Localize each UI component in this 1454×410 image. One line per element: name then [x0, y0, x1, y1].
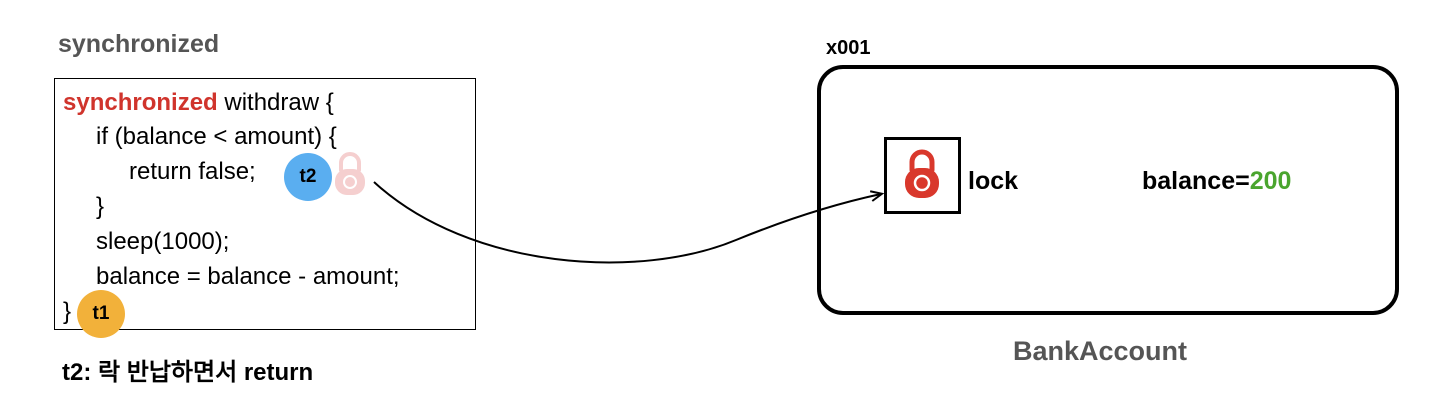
- section-title: synchronized: [58, 30, 220, 58]
- code-line-2: if (balance < amount) {: [96, 123, 337, 150]
- released-lock-icon: [335, 152, 365, 195]
- lock-label: lock: [968, 167, 1019, 195]
- code-line-4: }: [96, 193, 105, 220]
- code-line-3: return false;: [129, 158, 256, 185]
- code-line-7: }: [63, 298, 72, 325]
- balance-label: balance=: [1142, 167, 1250, 195]
- lock-frame: [884, 137, 961, 214]
- caption: t2: 락 반납하면서 return: [62, 359, 314, 386]
- thread-t1-badge: t1: [77, 290, 125, 338]
- memory-address-label: x001: [826, 37, 871, 59]
- code-line-6: balance = balance - amount;: [96, 263, 400, 290]
- thread-t2-badge: t2: [284, 153, 332, 201]
- code-block: synchronized withdraw { if (balance < am…: [54, 78, 476, 330]
- code-line-5: sleep(1000);: [96, 228, 230, 255]
- class-name-label: BankAccount: [1013, 336, 1188, 366]
- return-lock-arrow-icon: [373, 181, 881, 264]
- balance-field: balance=200: [1142, 167, 1291, 196]
- held-lock-icon: [905, 149, 939, 198]
- bank-account-instance: [817, 65, 1399, 315]
- method-signature: withdraw {: [217, 89, 334, 116]
- balance-value: 200: [1249, 167, 1292, 195]
- synchronized-keyword: synchronized: [63, 89, 218, 116]
- code-line-1: synchronized withdraw {: [63, 89, 334, 117]
